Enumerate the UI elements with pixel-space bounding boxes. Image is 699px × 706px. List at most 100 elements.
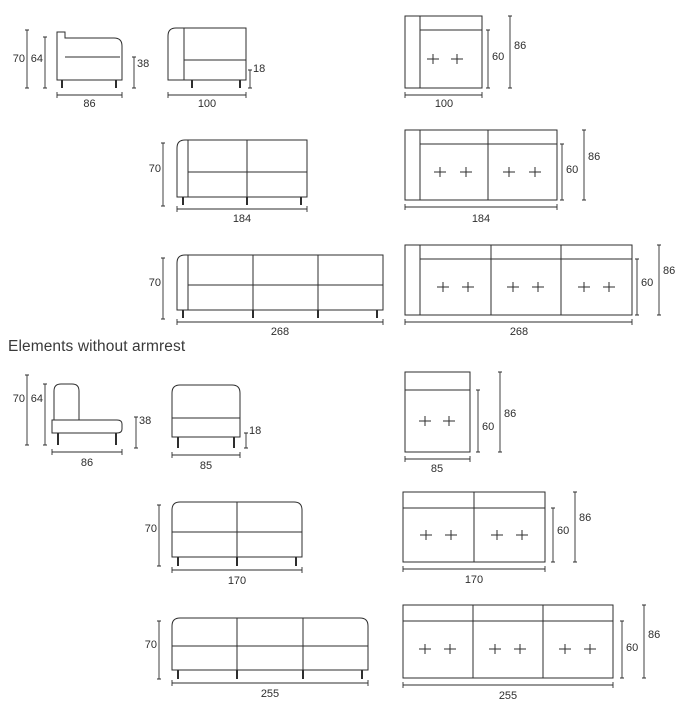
dim-line-width	[167, 92, 247, 98]
dim-line-width	[404, 92, 483, 98]
wa-1seat-front-width-label: 100	[197, 98, 217, 110]
wa-top-2seat-drawing	[404, 129, 586, 210]
na-3seat-height-label: 70	[144, 639, 157, 651]
na-front-2seat-drawing	[157, 501, 303, 573]
legs	[182, 310, 378, 318]
na-top-1seat-drawing	[404, 371, 502, 462]
tuft-plus-icons	[437, 282, 615, 292]
na-2seat-height-label: 70	[144, 523, 157, 535]
legs	[57, 433, 117, 445]
dim-line-total-height	[25, 29, 29, 89]
dim-line-seat-depth	[476, 389, 480, 453]
na-3seat-seat-depth-label: 60	[626, 642, 639, 654]
wa-side-depth-label: 86	[83, 98, 96, 110]
wa-3seat-front-width-label: 268	[270, 326, 290, 338]
na-2seat-top-width-label: 170	[464, 574, 484, 586]
dim-line-total-depth	[642, 604, 646, 679]
dim-line-total-depth	[508, 15, 512, 89]
na-front-1seat-drawing	[134, 384, 248, 458]
dim-line-width	[404, 204, 558, 210]
tuft-plus-icons	[420, 530, 528, 540]
legs	[61, 80, 117, 88]
plan-outline	[404, 244, 633, 316]
dim-line-height	[161, 142, 165, 207]
dim-line-seat-depth	[486, 29, 490, 89]
wa-3seat-total-depth-label: 86	[663, 265, 676, 277]
dim-line-width	[402, 566, 546, 572]
dim-line-width	[171, 680, 369, 686]
dim-line-total-depth	[573, 491, 577, 563]
dim-line-leg-height	[244, 432, 248, 449]
dim-line-back-height	[43, 383, 47, 446]
sofa-front-outline	[171, 384, 241, 438]
na-side-back-height-label: 64	[30, 393, 43, 405]
wa-2seat-height-label: 70	[148, 163, 161, 175]
dim-line-armrest-height	[132, 56, 136, 89]
wa-front-2seat-drawing	[161, 139, 308, 212]
module-dividers	[236, 618, 304, 670]
wa-front-1seat-drawing	[132, 27, 252, 98]
wa-1seat-total-depth-label: 86	[514, 40, 527, 52]
wa-2seat-front-width-label: 184	[232, 213, 252, 225]
dim-line-seat-depth	[551, 507, 555, 563]
dim-line-back-height	[43, 36, 47, 89]
na-1seat-leg-height-label: 18	[249, 425, 262, 437]
sofa-front-outline	[167, 27, 247, 81]
sofa-front-outline	[176, 254, 384, 311]
wa-2seat-top-width-label: 184	[471, 213, 491, 225]
wa-3seat-height-label: 70	[148, 277, 161, 289]
wa-3seat-top-width-label: 268	[509, 326, 529, 338]
na-1seat-front-width-label: 85	[199, 460, 213, 472]
na-side-total-height-label: 70	[12, 393, 25, 405]
back-cushion-outline	[53, 383, 80, 420]
plan-outline	[404, 15, 483, 89]
sofa-front-outline	[171, 501, 303, 558]
dim-line-depth	[51, 449, 123, 455]
na-3seat-front-width-label: 255	[260, 688, 280, 700]
legs	[177, 557, 297, 566]
na-side-depth-label: 86	[80, 457, 94, 469]
na-3seat-top-width-label: 255	[498, 690, 518, 702]
plan-outline	[402, 604, 614, 679]
na-2seat-front-width-label: 170	[227, 575, 247, 587]
na-2seat-total-depth-label: 86	[579, 512, 592, 524]
na-1seat-seat-height-label: 38	[139, 415, 152, 427]
na-2seat-seat-depth-label: 60	[557, 525, 570, 537]
dim-line-seat-depth	[560, 143, 564, 201]
na-side-view-drawing	[25, 374, 123, 455]
wa-2seat-seat-depth-label: 60	[566, 164, 579, 176]
section-title-without-armrest: Elements without armrest	[8, 338, 186, 355]
wa-top-1seat-drawing	[404, 15, 512, 98]
dim-line-height	[161, 257, 165, 320]
dim-line-seat-depth	[620, 620, 624, 679]
dim-line-total-depth	[582, 129, 586, 201]
tuft-plus-icons	[434, 167, 541, 177]
module-dividers	[472, 605, 544, 678]
legs	[191, 80, 241, 88]
na-1seat-seat-depth-label: 60	[482, 421, 495, 433]
dim-line-width	[171, 567, 303, 573]
na-3seat-total-depth-label: 86	[648, 629, 661, 641]
dim-line-depth	[56, 92, 123, 98]
wa-side-back-height-label: 64	[30, 53, 43, 65]
na-top-3seat-drawing	[402, 604, 646, 688]
na-1seat-top-width-label: 85	[430, 463, 444, 475]
dim-line-width	[176, 319, 384, 325]
dim-line-width	[176, 206, 308, 212]
wa-1seat-seat-depth-label: 60	[492, 51, 505, 63]
wa-2seat-total-depth-label: 86	[588, 151, 601, 163]
module-dividers	[490, 245, 562, 315]
tuft-plus-icons	[419, 416, 455, 426]
dim-line-width	[402, 682, 614, 688]
wa-front-3seat-drawing	[161, 254, 384, 325]
sofa-front-outline	[176, 139, 308, 198]
legs	[182, 197, 302, 205]
module-dividers	[252, 255, 319, 310]
tuft-plus-icons	[419, 644, 596, 654]
plan-outline	[404, 129, 558, 201]
dim-line-height	[157, 504, 161, 567]
plan-outline	[404, 371, 471, 453]
na-1seat-total-depth-label: 86	[504, 408, 517, 420]
dim-line-height	[157, 620, 161, 680]
